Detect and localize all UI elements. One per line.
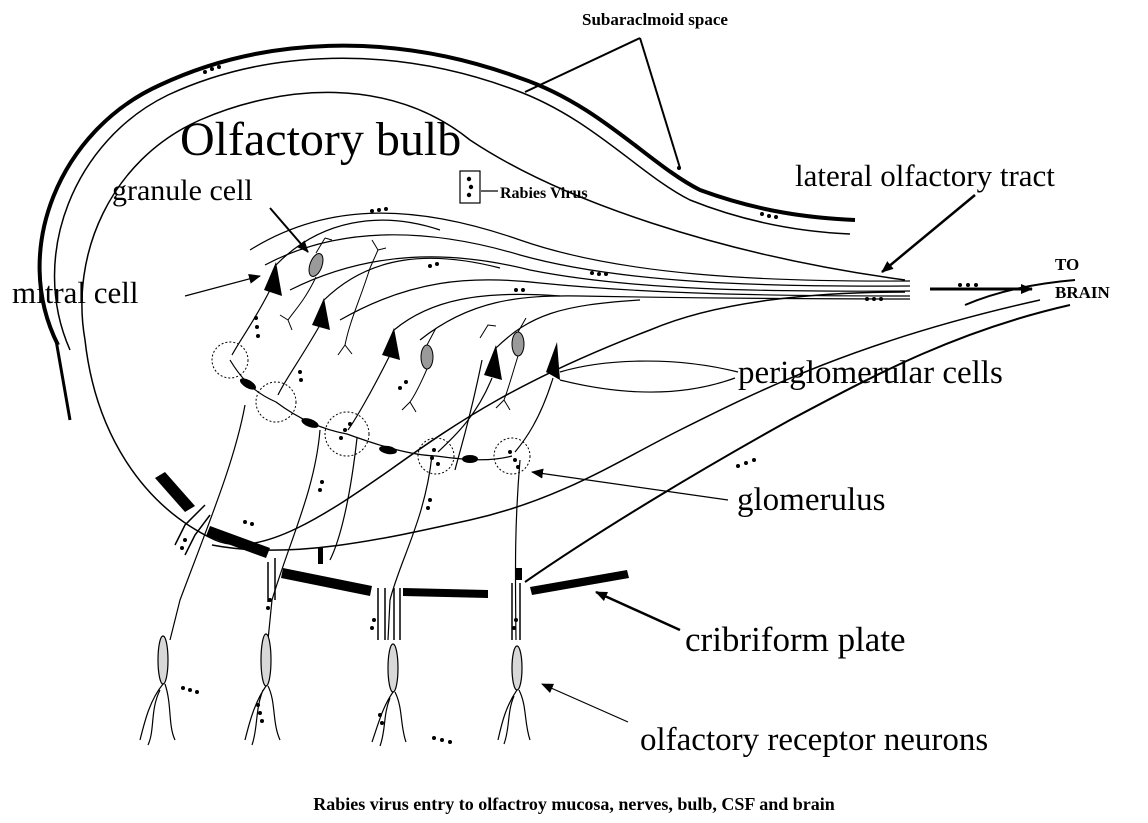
glomerular-chain: [230, 360, 512, 460]
mitral-cell-label: mitral cell: [12, 275, 139, 310]
lateral-olfactory-tract-fibers: [250, 213, 910, 340]
figure-caption: Rabies virus entry to olfactroy mucosa, …: [313, 794, 835, 814]
granule-cell-2: [421, 345, 433, 369]
glomerulus-label: glomerulus: [737, 482, 885, 518]
granule-cell-3: [512, 332, 524, 356]
subarachnoid-label: Subaraclmoid space: [582, 10, 728, 29]
granule-cells: [306, 252, 524, 369]
receptor-neuron-3: [372, 644, 406, 746]
to-brain-label-line2: BRAIN: [1055, 283, 1111, 302]
periglomerular-cell-bodies: [238, 376, 478, 463]
cribriform-label: cribriform plate: [685, 620, 906, 659]
receptor-neurons-arrow: [542, 684, 628, 722]
left-membrane-edge: [56, 340, 70, 420]
lower-right-membrane: [212, 300, 1040, 550]
subarachnoid-pointer-lines: [525, 38, 680, 168]
mitral-dendrites: [232, 220, 640, 452]
cribriform-channels: [175, 505, 520, 640]
periglomerular-label: periglomerular cells: [738, 355, 1003, 391]
granule-cell-label: granule cell: [112, 174, 253, 207]
granule-cell-arrow: [270, 208, 308, 252]
mitral-cell-1: [264, 262, 282, 296]
periglomerular-pointer-lines: [560, 361, 738, 392]
cribriform-arrow: [596, 592, 680, 630]
receptor-neuron-2: [245, 634, 280, 745]
receptor-neurons-label: olfactory receptor neurons: [640, 722, 988, 758]
mitral-cell-3: [382, 328, 400, 360]
receptor-neuron-1: [140, 636, 175, 745]
mitral-cell-4: [484, 345, 502, 380]
glomerulus-arrow: [532, 472, 728, 500]
rabies-virus-legend: Rabies Virus: [460, 171, 588, 203]
lateral-tract-label: lateral olfactory tract: [795, 158, 1055, 193]
to-brain-label-line1: TO: [1055, 255, 1079, 274]
diagram-title: Olfactory bulb: [180, 113, 461, 166]
granule-cell-1: [306, 252, 325, 279]
legend-label: Rabies Virus: [500, 185, 588, 202]
receptor-neuron-4: [498, 646, 530, 744]
mitral-cell-2: [312, 298, 330, 330]
mitral-cell-arrow: [185, 276, 260, 296]
lateral-tract-arrow: [882, 195, 975, 272]
